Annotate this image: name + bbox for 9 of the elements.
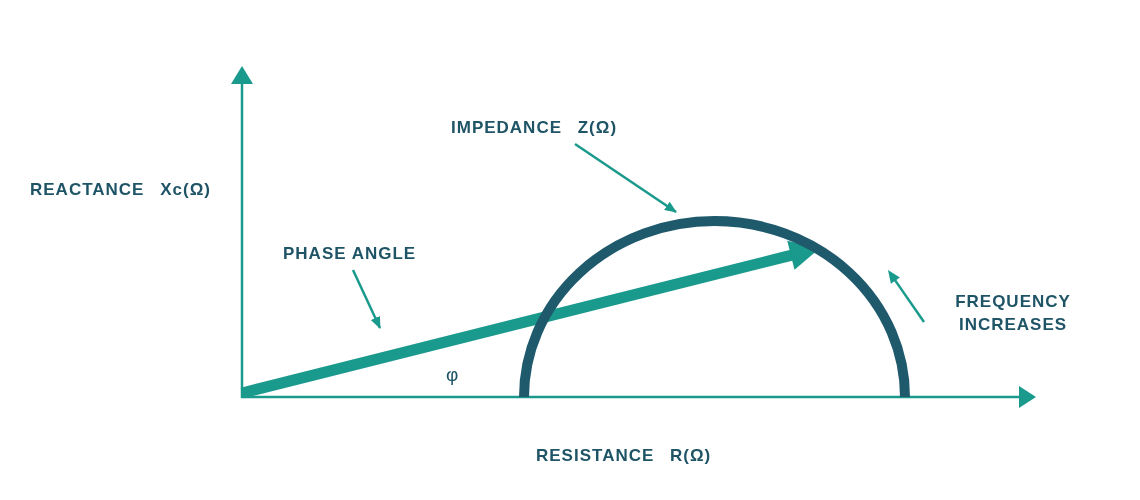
angle-symbol: φ: [446, 364, 459, 386]
direction-label: FREQUENCY INCREASES: [954, 291, 1072, 336]
callout-label: IMPEDANCE Z(Ω): [451, 117, 618, 139]
axis-label: RESISTANCE R(Ω): [536, 445, 712, 467]
axis-label: REACTANCE Xc(Ω): [30, 179, 211, 201]
leader-arrow: [351, 269, 382, 329]
callout-label: PHASE ANGLE: [283, 243, 417, 265]
semicircle-arc: [519, 216, 910, 397]
leader-arrow: [574, 142, 677, 214]
